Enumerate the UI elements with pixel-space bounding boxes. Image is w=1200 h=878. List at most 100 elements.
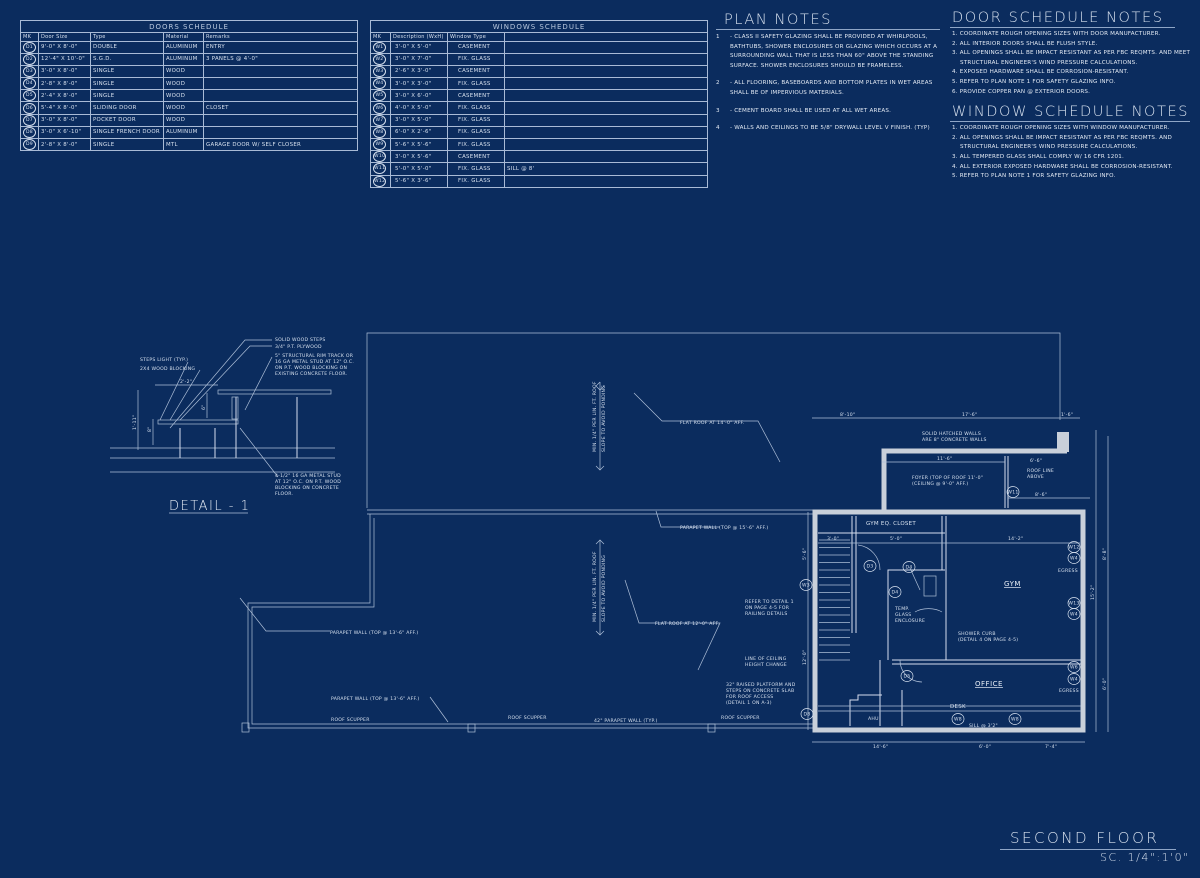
svg-text:ROOF LINE: ROOF LINE bbox=[1027, 468, 1054, 474]
note-item: 5. REFER TO PLAN NOTE 1 FOR SAFETY GLAZI… bbox=[952, 78, 1116, 85]
divider bbox=[950, 27, 1175, 28]
note-item: 6. PROVIDE COPPER PAN @ EXTERIOR DOORS. bbox=[952, 88, 1091, 95]
mark-tag: W8 bbox=[373, 127, 386, 138]
svg-text:AHU: AHU bbox=[868, 716, 879, 722]
mark-tag: D1 bbox=[23, 42, 36, 53]
stairs bbox=[819, 539, 850, 661]
svg-text:17'-6": 17'-6" bbox=[962, 412, 977, 418]
type-cell: SINGLE bbox=[90, 137, 164, 152]
note-item: 2. ALL INTERIOR DOORS SHALL BE FLUSH STY… bbox=[952, 40, 1098, 47]
svg-text:ON PAGE 4-5 FOR: ON PAGE 4-5 FOR bbox=[745, 605, 790, 611]
table-row: W11 5'-0" X 5'-0" FIX. GLASS SILL @ 8' bbox=[370, 162, 708, 176]
tag-label: D3 bbox=[867, 564, 874, 570]
tag-label: W12 bbox=[1068, 545, 1079, 551]
svg-text:8": 8" bbox=[147, 426, 153, 432]
svg-text:ARE 8" CONCRETE WALLS: ARE 8" CONCRETE WALLS bbox=[922, 437, 987, 443]
tag-label: W3 bbox=[802, 583, 810, 589]
mark-tag: W11 bbox=[373, 163, 386, 175]
svg-text:42" PARAPET WALL (TYP.): 42" PARAPET WALL (TYP.) bbox=[594, 718, 658, 724]
mark-tag: D4 bbox=[23, 78, 36, 89]
svg-text:6'-0": 6'-0" bbox=[979, 744, 991, 750]
mark-tag: W12 bbox=[373, 176, 386, 187]
tag-circle bbox=[800, 708, 814, 720]
svg-text:1'-6": 1'-6" bbox=[1061, 412, 1073, 418]
remarks-cell bbox=[504, 174, 708, 188]
svg-text:3'-0": 3'-0" bbox=[827, 536, 839, 542]
tag-circle bbox=[1008, 713, 1022, 725]
tag-circle bbox=[1067, 661, 1081, 673]
svg-text:MIN. 1/4" PER LIN. FT. ROOF: MIN. 1/4" PER LIN. FT. ROOF bbox=[592, 381, 598, 452]
table-row: W8 6'-0" X 2'-6" FIX. GLASS bbox=[370, 125, 708, 140]
window-schedule-notes-list: 1. COORDINATE ROUGH OPENING SIZES WITH W… bbox=[950, 124, 1192, 182]
note-item: 5. REFER TO PLAN NOTE 1 FOR SAFETY GLAZI… bbox=[952, 173, 1116, 180]
mark-tag: W10 bbox=[373, 151, 386, 162]
svg-text:FLAT ROOF AT 14'-0" AFF.: FLAT ROOF AT 14'-0" AFF. bbox=[680, 420, 744, 426]
plan-note: 3- CEMENT BOARD SHALL BE USED AT ALL WET… bbox=[716, 107, 892, 114]
tag-label: W8 bbox=[954, 717, 962, 723]
svg-text:SLOPE TO AVOID PONDING: SLOPE TO AVOID PONDING bbox=[601, 555, 607, 622]
mark-tag: D5 bbox=[23, 90, 36, 101]
svg-text:HEIGHT CHANGE: HEIGHT CHANGE bbox=[745, 662, 787, 668]
window-schedule-notes-title: WINDOW SCHEDULE NOTES bbox=[952, 104, 1190, 121]
tag-label: W8 bbox=[1011, 717, 1019, 723]
mark-tag: D9 bbox=[23, 139, 36, 150]
tag-label: D4 bbox=[906, 565, 913, 571]
mark-tag: D2 bbox=[23, 54, 36, 65]
note-item: 1. COORDINATE ROUGH OPENING SIZES WITH D… bbox=[952, 31, 1161, 37]
table-row: D4 2'-8" X 8'-0" SINGLE WOOD bbox=[20, 77, 358, 91]
svg-text:8'-6": 8'-6" bbox=[1035, 492, 1047, 498]
plan-note: 4- WALLS AND CEILINGS TO BE 5/8" DRYWALL… bbox=[716, 125, 930, 132]
svg-text:15'-2": 15'-2" bbox=[1090, 585, 1096, 600]
svg-text:PARAPET WALL (TOP @ 13'-6" AFF: PARAPET WALL (TOP @ 13'-6" AFF.) bbox=[331, 696, 419, 702]
svg-text:SLOPE TO AVOID PONDING: SLOPE TO AVOID PONDING bbox=[601, 385, 607, 452]
svg-text:ROOF SCUPPER: ROOF SCUPPER bbox=[508, 715, 547, 721]
svg-text:5" STRUCTURAL RIM TRACK OR: 5" STRUCTURAL RIM TRACK OR bbox=[275, 353, 354, 359]
svg-text:4-1/2" 16 GA METAL STUD: 4-1/2" 16 GA METAL STUD bbox=[275, 473, 341, 479]
sheet-title: SECOND FLOOR bbox=[1010, 829, 1160, 847]
table-row: W7 3'-0" X 5'-0" FIX. GLASS bbox=[370, 113, 708, 127]
plan-note: 1- CLASS II SAFETY GLAZING SHALL BE PROV… bbox=[716, 34, 938, 69]
mark-tag: D3 bbox=[23, 66, 36, 77]
tag-circle bbox=[863, 560, 877, 572]
svg-text:SILL @ 3'2": SILL @ 3'2" bbox=[969, 723, 998, 729]
material-cell: MTL bbox=[163, 137, 204, 152]
svg-text:EXISTING CONCRETE FLOOR.: EXISTING CONCRETE FLOOR. bbox=[275, 371, 347, 377]
tag-circle bbox=[799, 579, 813, 591]
windows-schedule-table: WINDOWS SCHEDULE MK Description (WxH) Wi… bbox=[370, 20, 708, 188]
note-item: 4. ALL EXTERIOR EXPOSED HARDWARE SHALL B… bbox=[952, 163, 1173, 170]
svg-text:REFER TO DETAIL 1: REFER TO DETAIL 1 bbox=[745, 599, 794, 605]
table-row: W5 3'-0" X 6'-0" CASEMENT bbox=[370, 89, 708, 103]
svg-text:8'-10": 8'-10" bbox=[840, 412, 855, 418]
doors-schedule-title: DOORS SCHEDULE bbox=[20, 20, 358, 33]
table-row: W12 5'-6" X 3'-6" FIX. GLASS bbox=[370, 174, 708, 188]
svg-text:GLASS: GLASS bbox=[895, 612, 911, 618]
svg-text:3/4" P.T. PLYWOOD: 3/4" P.T. PLYWOOD bbox=[275, 344, 322, 350]
tag-circle bbox=[902, 561, 916, 573]
mark-tag: W6 bbox=[373, 102, 386, 114]
tag-circle bbox=[1006, 486, 1020, 498]
svg-text:AT 12" O.C. ON P.T. WOOD: AT 12" O.C. ON P.T. WOOD bbox=[275, 479, 341, 485]
note-item: 2. ALL OPENINGS SHALL BE IMPACT RESISTAN… bbox=[952, 134, 1173, 151]
tag-label: W4 bbox=[1070, 556, 1078, 562]
plan-notes-section: PLAN NOTES 1- CLASS II SAFETY GLAZING SH… bbox=[716, 12, 942, 134]
tag-circle bbox=[951, 713, 965, 725]
svg-text:GYM EQ. CLOSET: GYM EQ. CLOSET bbox=[866, 521, 916, 527]
table-row: D9 2'-8" X 8'-0" SINGLE MTL GARAGE DOOR … bbox=[20, 137, 358, 152]
mark-tag: W9 bbox=[373, 139, 386, 150]
svg-text:BLOCKING ON CONCRETE: BLOCKING ON CONCRETE bbox=[275, 485, 339, 491]
svg-text:STEPS LIGHT (TYP.): STEPS LIGHT (TYP.) bbox=[140, 357, 188, 363]
plan-notes-title: PLAN NOTES bbox=[724, 12, 833, 28]
roof-outline bbox=[239, 332, 1061, 733]
svg-text:SOLID HATCHED WALLS: SOLID HATCHED WALLS bbox=[922, 431, 981, 437]
svg-text:FOYER (TOP OF ROOF 11'-0": FOYER (TOP OF ROOF 11'-0" bbox=[912, 475, 983, 481]
svg-text:PARAPET WALL (TOP @ 15'-6" AFF: PARAPET WALL (TOP @ 15'-6" AFF.) bbox=[680, 525, 768, 531]
svg-text:7'-4": 7'-4" bbox=[1045, 744, 1057, 750]
svg-text:DESK: DESK bbox=[950, 704, 966, 710]
svg-text:2X4 WOOD BLOCKING: 2X4 WOOD BLOCKING bbox=[140, 366, 195, 372]
tag-label: W11 bbox=[1007, 490, 1018, 496]
svg-text:LINE OF CEILING: LINE OF CEILING bbox=[745, 656, 787, 662]
mark-cell: D5 bbox=[20, 89, 39, 103]
svg-text:8'-8": 8'-8" bbox=[1102, 548, 1108, 560]
